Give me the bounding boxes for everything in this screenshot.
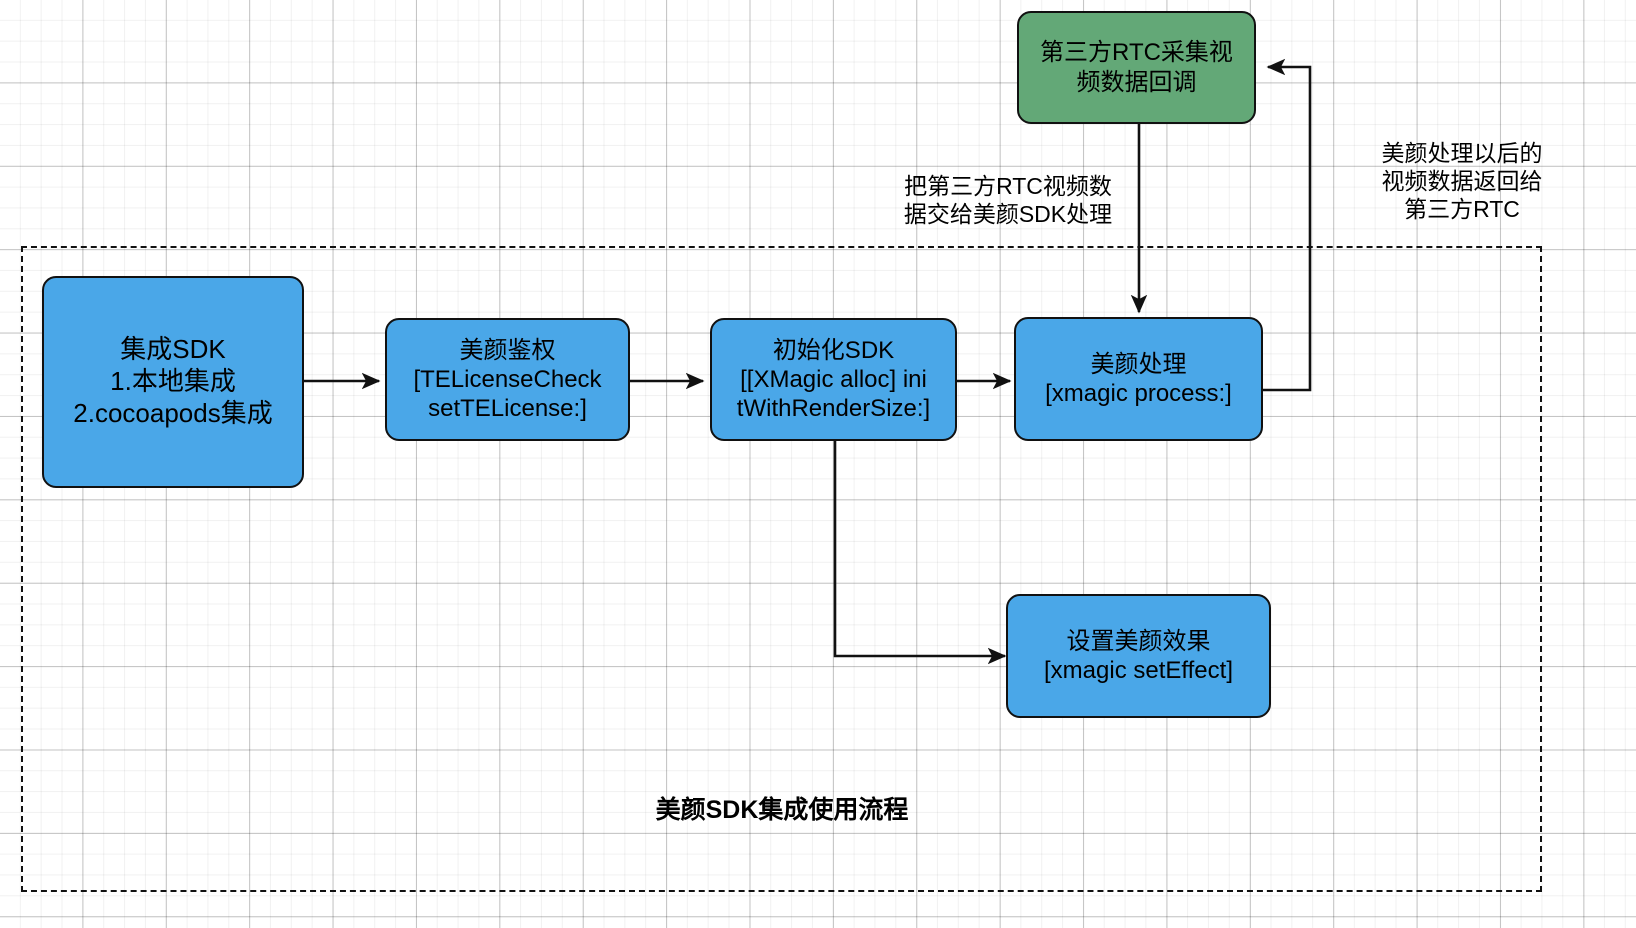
group-title-beauty-sdk-flow: 美颜SDK集成使用流程 (655, 796, 909, 824)
node-beauty-auth[interactable]: 美颜鉴权 [TELicenseCheck setTELicense:] (385, 318, 630, 441)
node-init-sdk-label: 初始化SDK [[XMagic alloc] ini tWithRenderSi… (736, 336, 931, 423)
node-rtc-capture-callback[interactable]: 第三方RTC采集视 频数据回调 (1017, 11, 1256, 124)
node-beauty-process[interactable]: 美颜处理 [xmagic process:] (1014, 317, 1263, 441)
node-set-beauty-effect-label: 设置美颜效果 [xmagic setEffect] (1044, 627, 1233, 684)
node-init-sdk[interactable]: 初始化SDK [[XMagic alloc] ini tWithRenderSi… (710, 318, 957, 441)
edge-label-back-to-rtc: 美颜处理以后的 视频数据返回给 第三方RTC (1381, 140, 1543, 223)
node-beauty-auth-label: 美颜鉴权 [TELicenseCheck setTELicense:] (413, 336, 602, 423)
node-rtc-capture-callback-label: 第三方RTC采集视 频数据回调 (1040, 39, 1233, 96)
node-integrate-sdk-label: 集成SDK 1.本地集成 2.cocoapods集成 (73, 334, 273, 428)
node-set-beauty-effect[interactable]: 设置美颜效果 [xmagic setEffect] (1006, 594, 1271, 718)
node-beauty-process-label: 美颜处理 [xmagic process:] (1045, 350, 1232, 407)
edge-label-to-beauty-sdk: 把第三方RTC视频数 据交给美颜SDK处理 (903, 173, 1113, 228)
node-integrate-sdk[interactable]: 集成SDK 1.本地集成 2.cocoapods集成 (42, 276, 304, 488)
group-container-beauty-sdk-flow (21, 246, 1542, 892)
